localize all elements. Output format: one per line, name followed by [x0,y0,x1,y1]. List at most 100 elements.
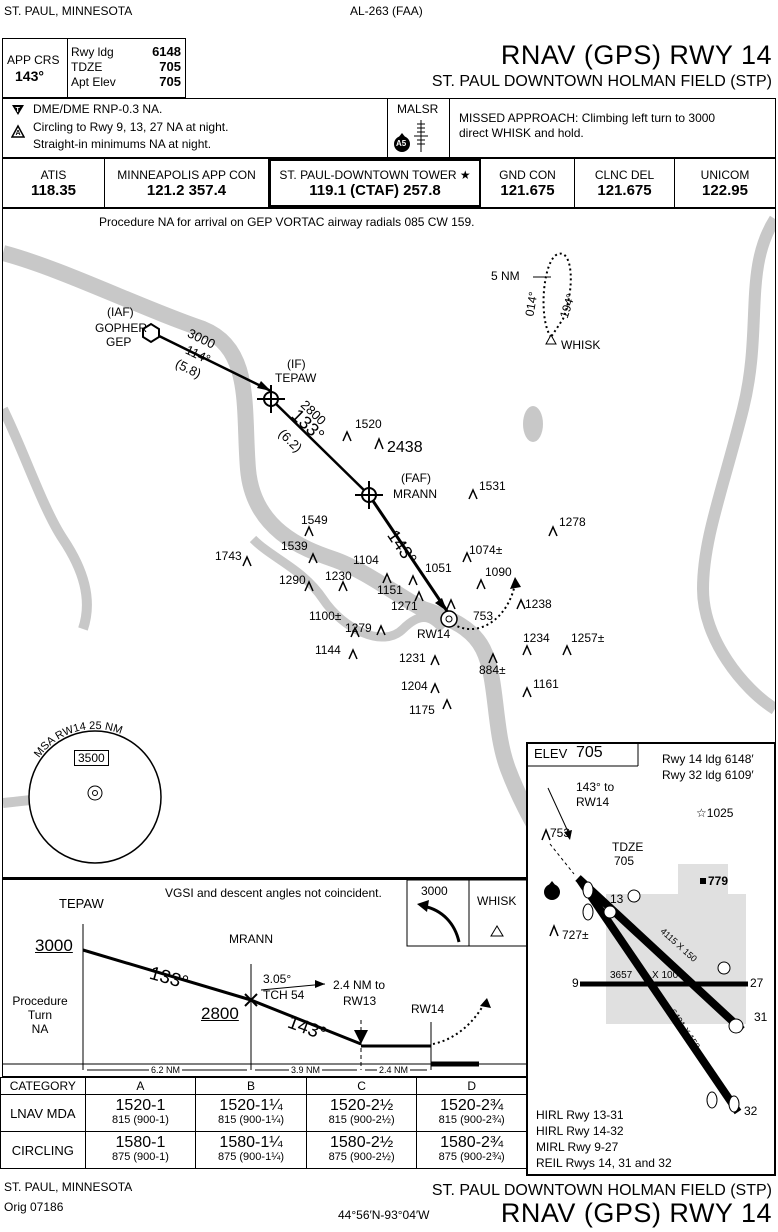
runway-end-9: 9 [572,976,579,990]
tdze-label-airport: TDZE [612,840,644,854]
obstacle-label: 884± [479,663,506,677]
circ-a-main: 1580-1 [115,1134,166,1151]
obstacle-label: 1151 [377,583,403,597]
runway-end-27: 27 [750,976,764,990]
profile-to-rw13-2: RW13 [343,994,377,1008]
obstacle-label: 1238 [525,597,552,611]
lighting-line2: HIRL Rwy 14-32 [536,1124,624,1138]
footer-orig: Orig 07186 [4,1200,64,1214]
faf-name: MRANN [393,487,437,501]
obstacle-label: 1144 [315,643,341,657]
faf-role: (FAF) [401,471,431,485]
tdze-label: TDZE [71,60,103,74]
lnav-a-sub: 815 (900-1) [111,1114,169,1126]
obstacle-label: 1549 [301,513,328,527]
if-name: TEPAW [275,371,317,385]
comm-app-freq: 121.2 357.4 [146,182,227,199]
runway-end-13: 13 [610,892,624,906]
briefing-box: APP CRS 143° Rwy ldg 6148 TDZE 705 Apt E… [2,38,186,98]
svg-text:A: A [16,130,21,137]
comm-app-name: MINNEAPOLIS APP CON [117,168,256,182]
comm-tower-freq: 119.1 (CTAF) 257.8 [309,182,441,199]
comm-atis-name: ATIS [40,168,67,182]
obstacle-label: 1161 [533,677,559,691]
circ-a-sub: 875 (900-1) [111,1151,169,1163]
footer-city-state: ST. PAUL, MINNESOTA [4,1180,133,1194]
airport-diagram-drawing [528,744,748,1115]
comm-unicom: UNICOM 122.95 [675,159,775,207]
obstacle-1025-label: ☆1025 [696,806,734,820]
rw14-label: RW14 [417,627,451,641]
category-d: D [416,1077,527,1095]
lnav-d-main: 1520-2¾ [440,1097,504,1114]
runway-end-32: 32 [744,1104,758,1118]
profile-seg1: 6.2 NM [149,1065,183,1075]
obstacle-label: 1271 [391,599,418,613]
plan-note: Procedure NA for arrival on GEP VORTAC a… [99,215,475,229]
profile-view: TEPAW 3000 VGSI and descent angles not c… [2,878,527,1077]
runway-end-31: 31 [754,1010,768,1024]
elev-label: ELEV [534,746,568,761]
rwy32-length: Rwy 32 ldg 6109′ [662,768,754,782]
river-east [696,215,775,715]
obstacle-label: 753 [473,609,494,623]
category-b: B [195,1077,307,1095]
obstacle-label: 1520 [355,417,382,431]
chart-id: AL-263 (FAA) [350,4,423,18]
notes-row: T A DME/DME RNP-0.3 NA. Circling to Rwy … [2,98,776,158]
svg-text:T: T [16,107,21,114]
comm-app-con: MINNEAPOLIS APP CON 121.2 357.4 [105,159,269,207]
lnav-c-sub: 815 (900-2½) [328,1114,395,1126]
airport-name: ST. PAUL DOWNTOWN HOLMAN FIELD (STP) [431,73,772,90]
lighting-badge: A5 [396,139,407,148]
profile-mrann: MRANN [229,932,273,946]
whisk-fix-icon [545,333,557,345]
circling-label: CIRCLING [0,1131,86,1169]
profile-pt3: NA [31,1022,49,1036]
rwy-ldg-label: Rwy ldg [71,45,114,59]
footer-airport: ST. PAUL DOWNTOWN HOLMAN FIELD (STP) [431,1182,772,1199]
app-crs-label: APP CRS [7,53,60,67]
circ-d-sub: 875 (900-2¾) [438,1151,505,1163]
profile-whisk: WHISK [477,894,517,908]
iaf-name: GOPHER [95,321,148,335]
profile-tepaw-alt: 3000 [35,936,73,955]
obstacle-label: 1104 [353,553,379,567]
obstacle-label: 1257± [571,631,605,645]
river-west [3,406,92,631]
iaf-ident: GEP [106,335,132,349]
missed-line2: direct WHISK and hold. [459,126,584,140]
comm-atis-freq: 118.35 [30,182,77,199]
circ-c-sub: 875 (900-2½) [328,1151,395,1163]
notes-line1: DME/DME RNP-0.3 NA. [33,102,163,116]
comm-tower: ST. PAUL-DOWNTOWN TOWER ★ 119.1 (CTAF) 2… [269,159,481,207]
obstacle-markers [242,430,572,710]
obstacle-label: 2438 [387,439,423,456]
comms-row: ATIS 118.35 MINNEAPOLIS APP CON 121.2 35… [2,158,776,208]
profile-missed-alt: 3000 [421,884,448,898]
profile-to-rw13-1: 2.4 NM to [333,978,386,992]
notes-symbols-icon: T A [11,105,25,138]
lighting-line4: REIL Rwys 14, 31 and 32 [536,1156,672,1170]
obstacle-label: 1539 [281,539,308,553]
rwy14-length: Rwy 14 ldg 6148′ [662,752,754,766]
obstacle-label: 1231 [399,651,426,665]
runway-9-27-length: 3657 [610,970,633,981]
rwy-ldg-value: 6148 [152,44,181,59]
footer-title: RNAV (GPS) RWY 14 [500,1198,772,1228]
profile-tch: TCH 54 [263,988,305,1002]
lnav-b-sub: 815 (900-1¼) [217,1114,285,1126]
comm-gnd: GND CON 121.675 [481,159,575,207]
tepaw-fix-icon [257,385,285,413]
comm-unicom-freq: 122.95 [702,182,748,199]
plan-view: MSA RW14 25 NM Procedure NA for arrival … [2,208,776,878]
apt-elev-value: 705 [159,74,181,89]
lnav-a-main: 1520-1 [115,1097,166,1114]
lnav-b-main: 1520-1¼ [219,1097,283,1114]
elev-value: 705 [576,744,603,761]
profile-tepaw: TEPAW [59,896,104,911]
lighting-line3: MIRL Rwy 9-27 [536,1140,619,1154]
